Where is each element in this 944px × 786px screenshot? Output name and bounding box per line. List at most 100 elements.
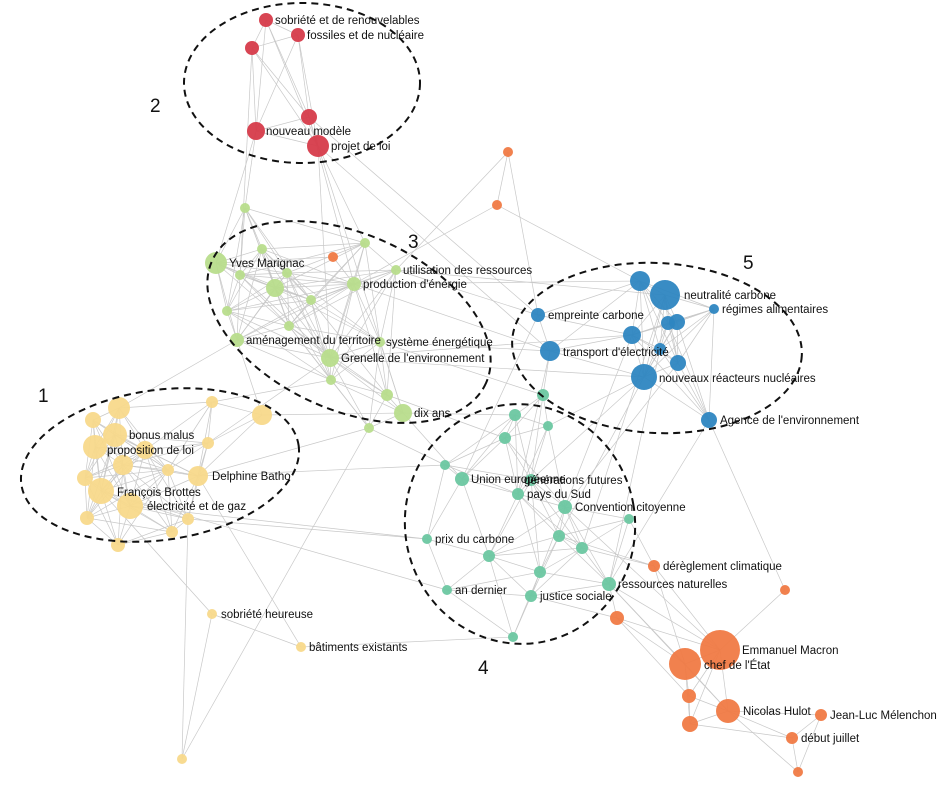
edge bbox=[395, 269, 539, 316]
edge bbox=[239, 274, 290, 327]
node-teal bbox=[543, 421, 553, 431]
edge bbox=[395, 269, 666, 296]
edge bbox=[496, 151, 509, 206]
edge bbox=[364, 242, 381, 343]
edge bbox=[379, 341, 388, 396]
node-yellow bbox=[162, 464, 174, 476]
edge bbox=[261, 248, 355, 285]
edge bbox=[549, 334, 633, 352]
edge bbox=[639, 280, 661, 350]
node-teal bbox=[499, 432, 511, 444]
node-orange bbox=[780, 585, 790, 595]
node-convention bbox=[558, 500, 572, 514]
edge bbox=[564, 334, 633, 508]
node-grenelle bbox=[321, 349, 339, 367]
edge bbox=[791, 714, 822, 739]
node-union bbox=[455, 472, 469, 486]
node-yellow bbox=[108, 397, 130, 419]
edge bbox=[514, 414, 519, 495]
edge bbox=[537, 280, 641, 316]
node-yellow bbox=[85, 412, 101, 428]
edge bbox=[512, 595, 532, 638]
edge bbox=[558, 518, 630, 537]
edge bbox=[564, 506, 583, 549]
edge bbox=[461, 478, 490, 557]
edge bbox=[402, 412, 516, 416]
edge bbox=[226, 310, 290, 327]
edge bbox=[215, 262, 312, 301]
cluster-5-number: 5 bbox=[743, 253, 754, 274]
edge bbox=[255, 116, 310, 132]
edge bbox=[368, 394, 388, 429]
nodes-layer bbox=[77, 13, 827, 777]
node-lightgreen bbox=[306, 295, 316, 305]
edge bbox=[239, 274, 355, 285]
edge bbox=[244, 207, 312, 301]
cluster-2-number: 2 bbox=[150, 96, 161, 117]
label-hulot: Nicolas Hulot bbox=[743, 706, 812, 718]
edge bbox=[239, 47, 253, 276]
edge bbox=[251, 47, 319, 147]
label-nouveau-modele: nouveau modèle bbox=[266, 126, 351, 138]
edge bbox=[517, 493, 583, 549]
edge bbox=[797, 714, 822, 773]
edge bbox=[558, 376, 645, 537]
edge bbox=[226, 299, 312, 312]
node-yellow bbox=[177, 754, 187, 764]
node-macron bbox=[700, 630, 740, 670]
node-prix bbox=[422, 534, 432, 544]
label-amenagement: aménagement du territoire bbox=[246, 335, 381, 347]
label-justice: justice sociale bbox=[539, 591, 612, 603]
edge bbox=[386, 269, 397, 396]
node-yellow bbox=[206, 396, 218, 408]
edge bbox=[539, 506, 566, 573]
node-hulot bbox=[716, 699, 740, 723]
edge bbox=[317, 145, 551, 352]
edge bbox=[581, 547, 655, 567]
edge bbox=[514, 414, 532, 481]
edge bbox=[288, 283, 355, 327]
edge bbox=[236, 339, 332, 381]
node-teal bbox=[576, 542, 588, 554]
label-melenchon: Jean-Luc Mélenchon bbox=[830, 710, 937, 722]
edge bbox=[239, 248, 263, 276]
edge bbox=[564, 362, 679, 508]
edge bbox=[251, 34, 299, 49]
node-projet-loi bbox=[307, 135, 329, 157]
node-teal bbox=[624, 514, 634, 524]
edge bbox=[537, 314, 633, 336]
label-bonus: bonus malus bbox=[129, 430, 194, 442]
edge bbox=[236, 339, 331, 359]
edge bbox=[539, 547, 583, 573]
edge bbox=[255, 34, 299, 132]
node-lightgreen bbox=[240, 203, 250, 213]
edge bbox=[226, 207, 246, 312]
edge bbox=[261, 248, 331, 359]
edge bbox=[211, 379, 332, 403]
edge bbox=[530, 394, 544, 481]
edge bbox=[122, 464, 189, 520]
edge bbox=[539, 571, 610, 585]
edge bbox=[310, 283, 355, 301]
edge bbox=[329, 357, 645, 378]
edge bbox=[297, 34, 319, 147]
edge bbox=[117, 518, 189, 546]
edge bbox=[353, 283, 551, 352]
edge bbox=[628, 518, 655, 567]
edge bbox=[608, 348, 661, 585]
edge bbox=[364, 242, 397, 271]
edge bbox=[86, 517, 173, 533]
edge bbox=[274, 287, 332, 381]
label-chef: chef de l'État bbox=[704, 659, 771, 672]
node-batiments bbox=[296, 642, 306, 652]
node-teal bbox=[508, 632, 518, 642]
node-red bbox=[245, 41, 259, 55]
edge bbox=[236, 325, 290, 341]
cluster-1-outline bbox=[19, 387, 301, 543]
edge bbox=[167, 469, 189, 520]
edge bbox=[446, 555, 490, 591]
edge bbox=[708, 308, 715, 421]
edge bbox=[118, 407, 169, 471]
edge bbox=[286, 272, 290, 327]
node-pays-sud bbox=[512, 488, 524, 500]
